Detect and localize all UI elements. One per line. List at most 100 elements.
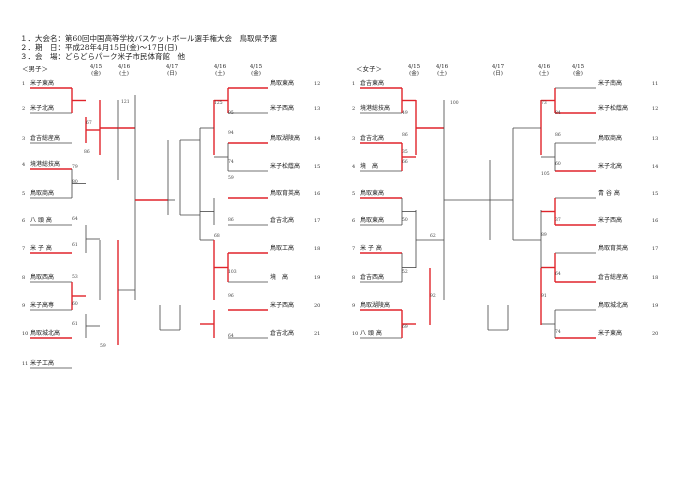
team-name: 倉吉北高 bbox=[360, 135, 385, 142]
seed-number: 18 bbox=[652, 275, 659, 281]
seed-number: 19 bbox=[652, 303, 659, 309]
score-value: 61 bbox=[72, 322, 78, 327]
team-name: 米子工高 bbox=[30, 360, 55, 367]
score-value: 80 bbox=[72, 180, 78, 185]
score-value: 121 bbox=[121, 100, 130, 105]
score-value: 86 bbox=[84, 150, 90, 155]
score-value: 64 bbox=[555, 272, 561, 277]
weekday-label: (金) bbox=[91, 71, 101, 77]
team-name: 八 頭 高 bbox=[360, 330, 382, 337]
team-name: 鳥取工高 bbox=[270, 245, 295, 252]
date-label: 4/15 bbox=[407, 64, 421, 70]
team-name: 境港総技高 bbox=[30, 161, 61, 168]
score-value: 96 bbox=[228, 294, 234, 299]
score-value: 53 bbox=[72, 275, 78, 280]
team-name: 倉吉北高 bbox=[270, 330, 295, 337]
seed-number: 8 bbox=[22, 275, 26, 281]
seed-number: 15 bbox=[652, 191, 659, 197]
seed-number: 13 bbox=[652, 136, 659, 142]
header-date: ２．期 日：平成28年4月15日(金)〜17日(日) bbox=[20, 43, 178, 52]
seed-number: 16 bbox=[314, 191, 321, 197]
seed-number: 8 bbox=[352, 275, 356, 281]
date-label: 4/17 bbox=[165, 64, 179, 70]
date-label: 4/16 bbox=[537, 64, 551, 70]
header-title: １．大会名：第60回中国高等学校バスケットボール選手権大会 鳥取県予選 bbox=[20, 34, 278, 43]
date-label: 4/17 bbox=[491, 64, 505, 70]
score-value: 79 bbox=[72, 165, 78, 170]
team-name: 鳥取湖陵高 bbox=[360, 302, 391, 309]
seed-number: 14 bbox=[652, 164, 659, 170]
score-value: 92 bbox=[430, 294, 436, 299]
seed-number: 1 bbox=[352, 81, 356, 87]
score-value: 73 bbox=[541, 101, 547, 106]
team-name: 米 子 高 bbox=[30, 245, 52, 252]
seed-number: 17 bbox=[652, 246, 659, 252]
seed-number: 6 bbox=[352, 218, 356, 224]
score-value: 84 bbox=[555, 111, 561, 116]
score-value: 64 bbox=[72, 217, 78, 222]
weekday-label: (金) bbox=[409, 71, 419, 77]
team-name: 倉吉東高 bbox=[360, 80, 385, 87]
score-value: 50 bbox=[402, 218, 408, 223]
team-name: 米子高専 bbox=[30, 302, 55, 309]
seed-number: 7 bbox=[352, 246, 356, 252]
weekday-label: (土) bbox=[539, 71, 549, 77]
team-name: 鳥取城北高 bbox=[30, 330, 61, 337]
seed-number: 18 bbox=[314, 246, 321, 252]
score-value: 66 bbox=[402, 160, 408, 165]
seed-number: 2 bbox=[352, 106, 356, 112]
score-value: 95 bbox=[228, 111, 234, 116]
seed-number: 6 bbox=[22, 218, 26, 224]
score-value: 64 bbox=[228, 334, 234, 339]
seed-number: 19 bbox=[314, 275, 321, 281]
seed-number: 2 bbox=[22, 106, 26, 112]
team-name: 境 高 bbox=[270, 274, 289, 281]
score-value: 94 bbox=[228, 131, 234, 136]
team-name: 米子北高 bbox=[598, 163, 623, 170]
seed-number: 12 bbox=[652, 106, 659, 112]
date-label: 4/15 bbox=[249, 64, 263, 70]
score-value: 103 bbox=[228, 270, 237, 275]
score-value: 86 bbox=[402, 133, 408, 138]
date-label: 4/16 bbox=[435, 64, 449, 70]
team-name: 米子東高 bbox=[598, 330, 623, 337]
seed-number: 4 bbox=[352, 164, 356, 170]
score-value: 69 bbox=[402, 325, 408, 330]
team-name: 米子西高 bbox=[270, 302, 295, 309]
men-label: ＜男子＞ bbox=[22, 65, 48, 73]
date-label: 4/15 bbox=[89, 64, 103, 70]
score-value: 74 bbox=[555, 330, 561, 335]
team-name: 鳥取城北高 bbox=[598, 302, 629, 309]
seed-number: 9 bbox=[352, 303, 356, 309]
score-value: 86 bbox=[555, 133, 561, 138]
score-value: 125 bbox=[214, 101, 223, 106]
seed-number: 14 bbox=[314, 136, 321, 142]
weekday-label: (日) bbox=[493, 71, 503, 77]
score-value: 105 bbox=[541, 172, 550, 177]
score-value: 89 bbox=[541, 233, 547, 238]
team-name: 青 谷 高 bbox=[598, 190, 620, 197]
seed-number: 15 bbox=[314, 164, 321, 170]
seed-number: 3 bbox=[22, 136, 26, 142]
team-name: 八 頭 高 bbox=[30, 217, 52, 224]
seed-number: 21 bbox=[314, 331, 321, 337]
seed-number: 20 bbox=[314, 303, 321, 309]
seed-number: 16 bbox=[652, 218, 659, 224]
team-name: 米子北高 bbox=[30, 105, 55, 112]
seed-number: 3 bbox=[352, 136, 356, 142]
weekday-label: (土) bbox=[119, 71, 129, 77]
seed-number: 13 bbox=[314, 106, 321, 112]
team-name: 倉吉総産高 bbox=[30, 135, 61, 142]
team-name: 鳥取東高 bbox=[360, 217, 385, 224]
team-name: 鳥取湖陵高 bbox=[270, 135, 301, 142]
team-name: 米子松蔭高 bbox=[270, 163, 301, 170]
score-value: 59 bbox=[228, 176, 234, 181]
team-name: 鳥取西高 bbox=[30, 274, 55, 281]
team-name: 倉吉北高 bbox=[270, 217, 295, 224]
seed-number: 10 bbox=[352, 331, 359, 337]
team-name: 倉吉西高 bbox=[360, 274, 385, 281]
women-label: ＜女子＞ bbox=[356, 65, 382, 73]
weekday-label: (金) bbox=[251, 71, 261, 77]
score-value: 100 bbox=[450, 101, 459, 106]
